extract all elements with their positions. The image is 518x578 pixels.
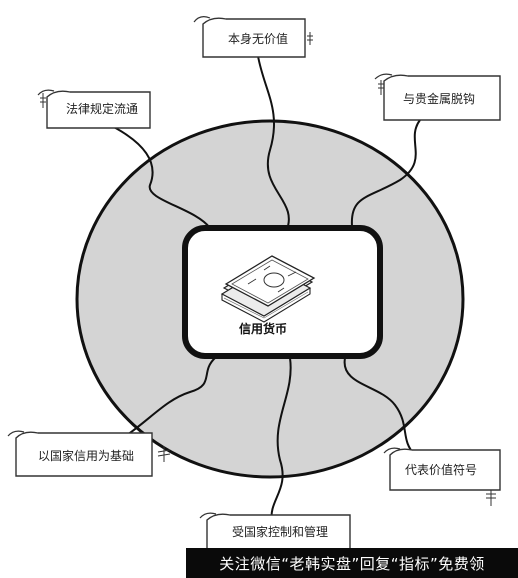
label-left-bottom: 以国家信用为基础 [38,449,135,463]
connector-left-bottom [119,357,216,441]
label-box-left-bottom [7,430,171,477]
connector-top [257,55,290,233]
label-top: 本身无价值 [228,32,289,46]
label-box-top [193,16,313,58]
connector-bottom [270,357,292,523]
money-stack-icon [220,255,316,323]
label-box-right-bottom [383,447,501,506]
connector-right-top [350,119,421,227]
watermark-banner: 关注微信“老韩实盘”回复“指标”免费领 [186,548,518,578]
label-right-bottom: 代表价值符号 [405,463,478,477]
label-box-right-top [374,73,501,121]
label-box-left-top [37,89,151,129]
label-right-top: 与贵金属脱钩 [403,92,476,106]
label-left-top: 法律规定流通 [66,102,139,116]
label-box-bottom [199,512,351,551]
connector-right-bottom [343,357,416,456]
label-bottom: 受国家控制和管理 [232,525,329,539]
center-label: 信用货币 [238,322,287,336]
connector-left-top [107,123,211,229]
